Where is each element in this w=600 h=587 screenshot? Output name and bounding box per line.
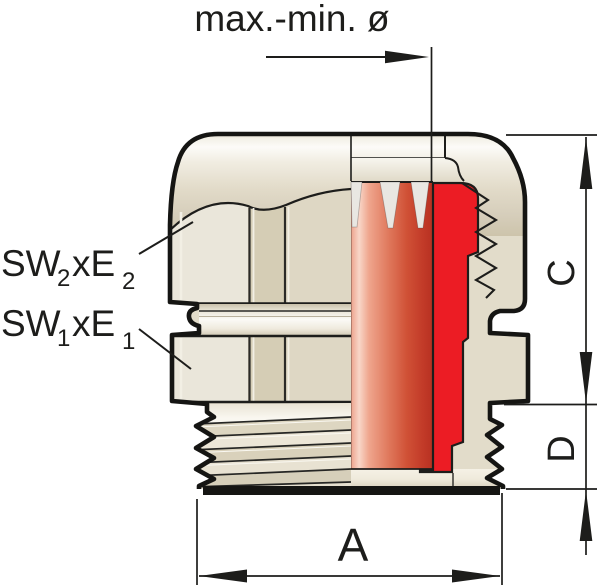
sw1-prefix-sub: 1	[57, 325, 70, 352]
cap-section-lower-band	[351, 158, 464, 182]
lower-hex-facet-right	[286, 336, 351, 402]
dimension-max-min: max.-min. ø	[194, 0, 433, 182]
gland-body-fills	[170, 134, 528, 489]
thread-crest-lines	[189, 416, 352, 488]
dimension-label-a: A	[338, 519, 369, 571]
sw1-suffix-sub: 1	[122, 328, 135, 355]
label-sw2xe2: SW 2 xE 2	[1, 221, 194, 295]
upper-hex-facet-mid	[248, 205, 286, 304]
internal-thread-interface	[461, 182, 499, 299]
bottom-inner-wall	[351, 469, 503, 489]
dimension-label-c: C	[541, 259, 583, 286]
c-arrow-up	[579, 138, 593, 189]
cap-section-lip-edge	[444, 157, 465, 182]
a-arrow-left	[199, 569, 247, 583]
max-min-arrowhead	[385, 50, 429, 64]
dimension-label-d: D	[541, 435, 583, 462]
body-outline-right	[351, 131, 531, 489]
upper-hex-facet-left	[170, 203, 248, 304]
label-sw1xe1: SW 1 xE 1	[1, 303, 192, 370]
clamp-finger-1	[350, 181, 363, 228]
clamp-finger-2	[379, 181, 401, 229]
upper-hex-bevel-arcs	[170, 187, 352, 231]
a-arrow-right	[452, 569, 500, 583]
sw2-prefix: SW	[1, 243, 61, 284]
sw2-mid: xE	[72, 243, 115, 284]
upper-hex-facet-right	[286, 189, 351, 304]
seal-insert-red	[418, 181, 480, 474]
dimension-c: C	[504, 134, 597, 555]
cable	[351, 182, 433, 469]
clamp-fingers	[350, 181, 430, 229]
thread-highlight-lines	[189, 419, 352, 467]
dimension-d: D	[506, 435, 597, 541]
sw2-suffix-sub: 2	[122, 268, 135, 295]
clamp-finger-3	[410, 181, 430, 229]
lower-hex-facet-left	[172, 336, 248, 402]
sw1-leader-line	[138, 328, 192, 370]
body-outline-left	[167, 131, 351, 489]
sw2-prefix-sub: 2	[57, 265, 70, 292]
sw2-leader-line	[138, 221, 194, 255]
dimension-label-max-min: max.-min. ø	[194, 0, 389, 39]
d-arrow-up	[579, 490, 593, 541]
sw1-prefix: SW	[1, 303, 61, 344]
sw1-mid: xE	[72, 303, 115, 344]
dimension-a: A	[196, 493, 503, 585]
collar-ring	[199, 304, 351, 335]
external-thread	[189, 403, 352, 489]
c-arrow-down	[579, 352, 593, 403]
